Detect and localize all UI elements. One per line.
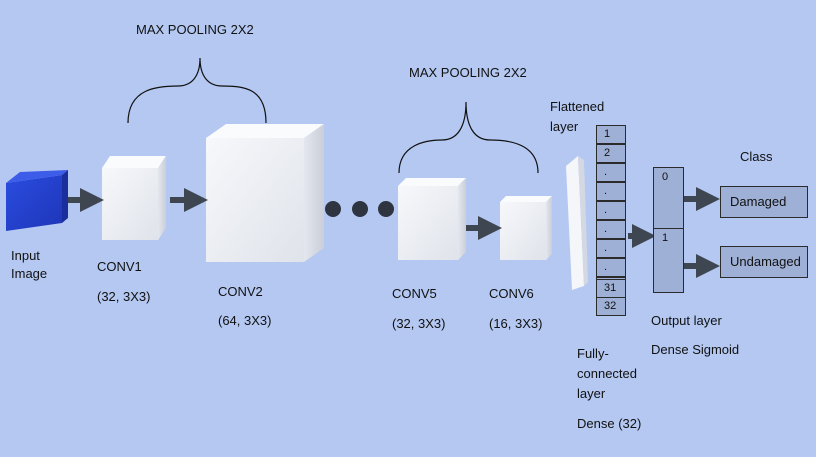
fc-label-line1: Fully- (577, 346, 609, 361)
conv2-name: CONV2 (218, 284, 263, 299)
fc-dense-label: Dense (32) (577, 416, 642, 431)
conv1-cube (102, 156, 166, 240)
input-label-line2: Image (11, 266, 48, 281)
ellipsis-dots (325, 201, 394, 217)
output-layer-divider (653, 228, 684, 229)
output-layer-label: Output layer (651, 313, 722, 328)
class-undamaged-box: Undamaged (720, 246, 808, 278)
flattened-cell: . (596, 220, 626, 239)
flattened-cell: 1 (596, 125, 626, 144)
flattened-cell: . (596, 201, 626, 220)
class-damaged-box: Damaged (720, 186, 808, 218)
conv1-params: (32, 3X3) (97, 289, 151, 304)
input-label-line1: Input (11, 248, 40, 263)
flattened-label-line2: layer (550, 119, 579, 134)
flattened-cell: . (596, 182, 626, 201)
flattened-cell: . (596, 239, 626, 258)
max-pooling-label-1: MAX POOLING 2X2 (136, 22, 254, 37)
flattened-cell: 2 (596, 144, 626, 163)
flattened-cell: . (596, 163, 626, 182)
max-pooling-label-2: MAX POOLING 2X2 (409, 65, 527, 80)
conv5-name: CONV5 (392, 286, 437, 301)
flattened-cell: . (596, 258, 626, 277)
flattened-label-line1: Flattened (550, 99, 605, 114)
conv2-params: (64, 3X3) (218, 313, 272, 328)
output-activation-label: Dense Sigmoid (651, 342, 740, 357)
fc-label-line3: layer (577, 386, 606, 401)
flattened-cell: 32 (596, 297, 626, 316)
conv6-params: (16, 3X3) (489, 316, 543, 331)
class-header: Class (740, 149, 773, 164)
conv2-cube (206, 124, 324, 262)
input-image-cube (6, 170, 68, 231)
flattened-cell: 31 (596, 279, 626, 298)
conv5-params: (32, 3X3) (392, 316, 446, 331)
fully-connected-slab (566, 156, 588, 290)
pooling-brace-1 (127, 57, 267, 124)
fc-label-line2: connected (577, 366, 637, 381)
conv6-cube (500, 196, 552, 260)
output-layer-box (653, 167, 684, 293)
flow-arrows (68, 187, 720, 278)
conv1-name: CONV1 (97, 259, 142, 274)
conv6-name: CONV6 (489, 286, 534, 301)
output-node-1: 1 (662, 232, 669, 244)
output-node-0: 0 (662, 171, 669, 183)
pooling-brace-2 (398, 101, 539, 174)
conv5-cube (398, 178, 466, 260)
